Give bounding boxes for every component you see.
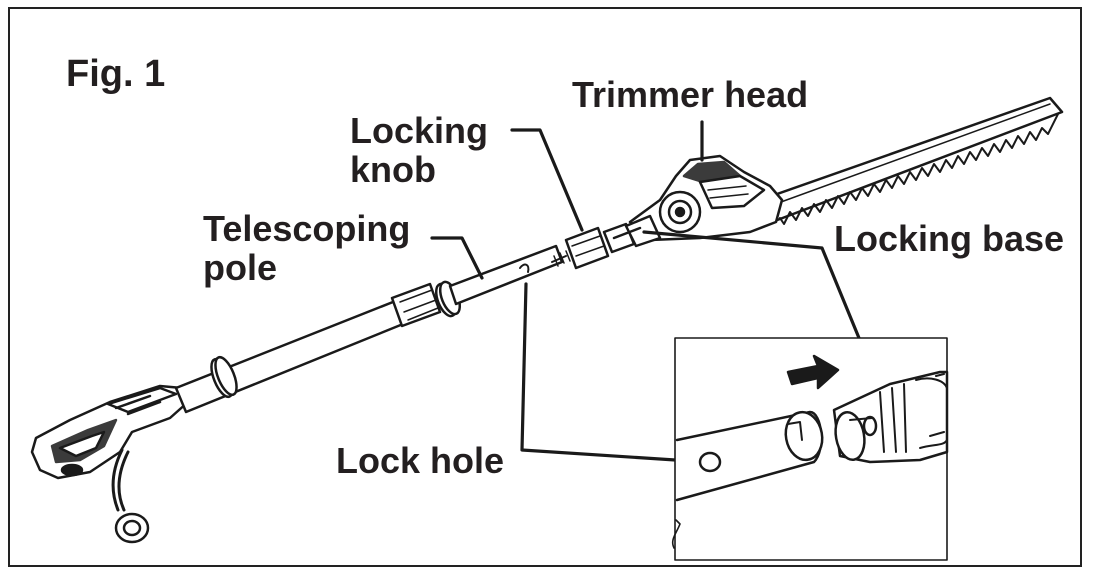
lock-hole-leader bbox=[520, 282, 708, 464]
figure-title: Fig. 1 bbox=[66, 53, 166, 95]
trimmer-head-label: Trimmer head bbox=[572, 74, 809, 115]
inset-detail bbox=[671, 337, 949, 561]
lock-hole-label: Lock hole bbox=[336, 440, 505, 481]
telescoping-pole-label-line1: Telescoping bbox=[203, 208, 411, 249]
locking-knob-leader bbox=[510, 128, 584, 232]
locking-knob-label: Locking knob bbox=[350, 110, 489, 190]
telescoping-pole-label: Telescoping pole bbox=[203, 208, 411, 288]
telescoping-pole-leader bbox=[430, 236, 484, 280]
locking-knob bbox=[551, 222, 636, 270]
telescoping-pole-label-line2: pole bbox=[203, 246, 278, 288]
locking-base-label: Locking base bbox=[834, 218, 1065, 259]
trimmer-head bbox=[612, 96, 1064, 248]
locking-knob-label-line2: knob bbox=[350, 148, 436, 190]
handle-assembly bbox=[30, 384, 190, 544]
telescoping-pole bbox=[174, 244, 564, 414]
arrow-right-icon bbox=[786, 354, 840, 390]
locking-knob-label-line1: Locking bbox=[350, 110, 489, 151]
